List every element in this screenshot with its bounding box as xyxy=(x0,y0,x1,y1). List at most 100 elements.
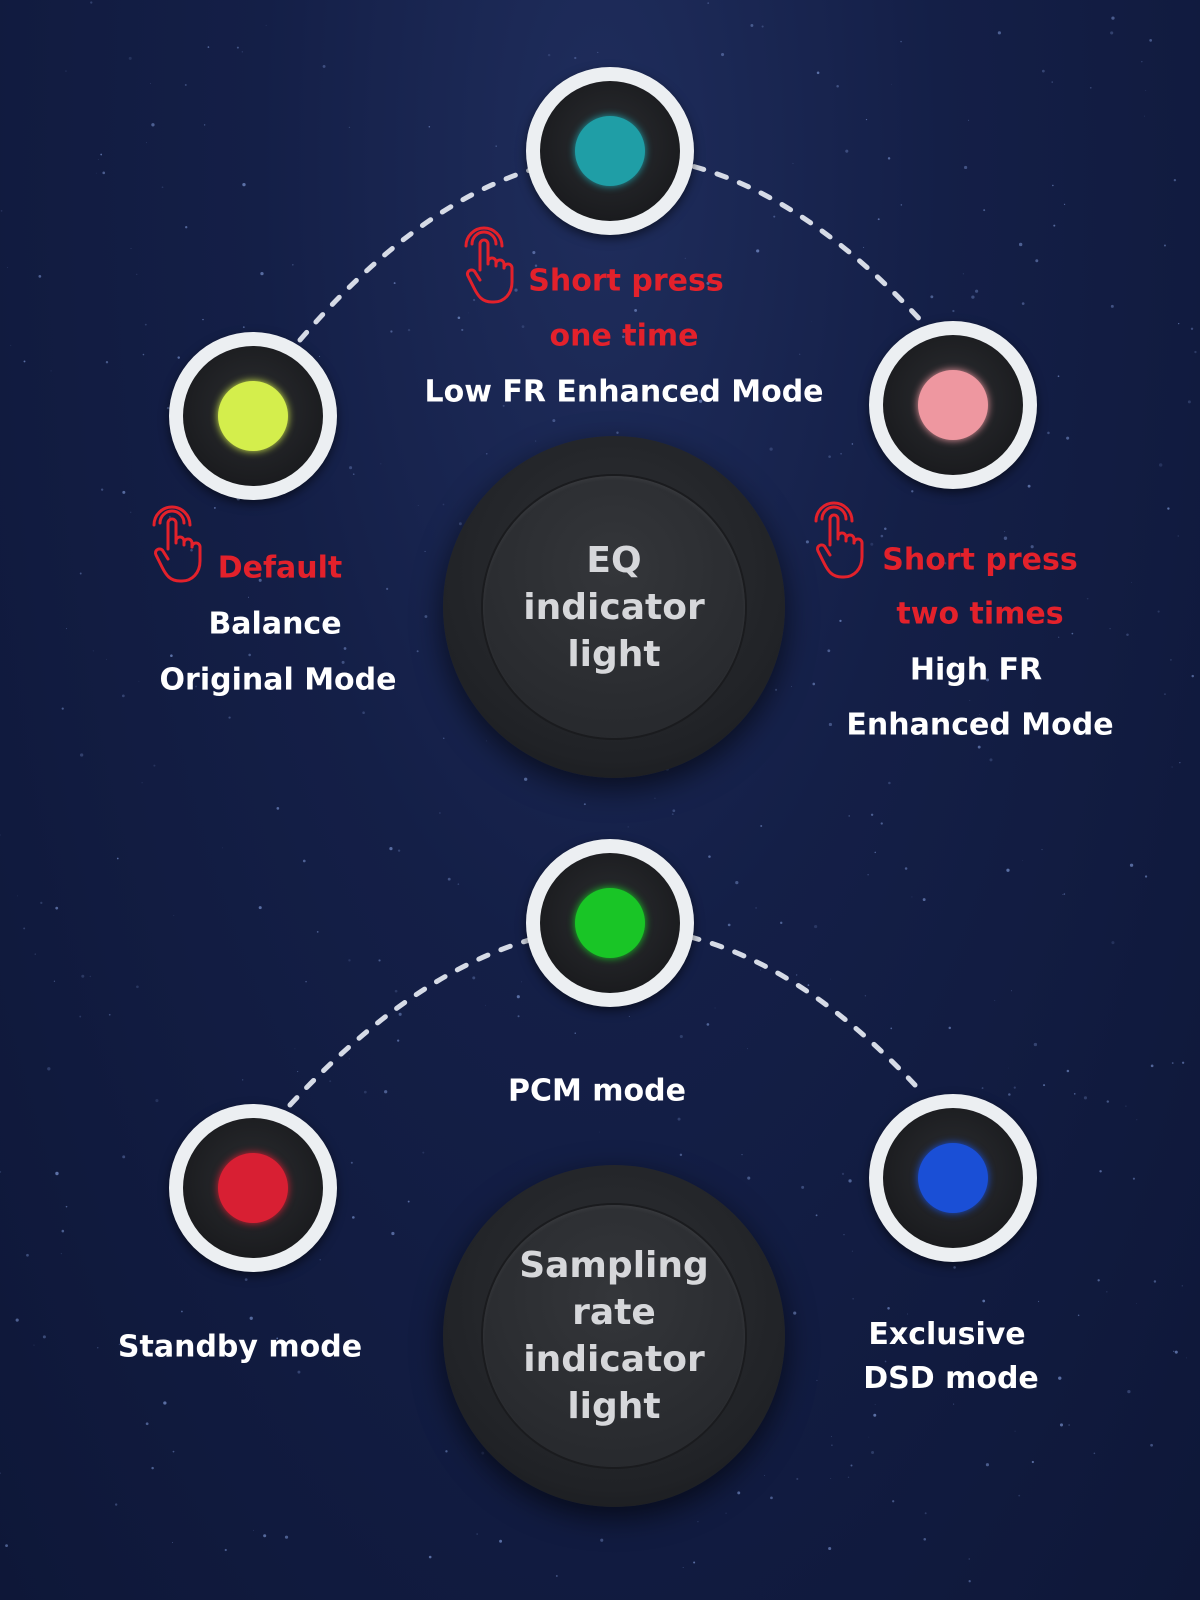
star xyxy=(305,980,307,983)
star xyxy=(888,781,891,785)
star xyxy=(997,31,1001,35)
star xyxy=(1153,1280,1157,1283)
star xyxy=(1136,1303,1137,1305)
star xyxy=(1129,863,1134,867)
star xyxy=(1191,674,1194,678)
star xyxy=(348,1058,350,1060)
star xyxy=(442,503,445,506)
star xyxy=(144,323,147,326)
star xyxy=(1073,1093,1076,1095)
star xyxy=(184,83,187,86)
star xyxy=(698,399,703,403)
star xyxy=(416,650,419,653)
star xyxy=(773,215,776,218)
star xyxy=(318,355,321,358)
star xyxy=(887,157,891,160)
star xyxy=(1010,990,1012,992)
star xyxy=(486,740,487,742)
star xyxy=(276,1337,279,1340)
star xyxy=(348,126,351,129)
star xyxy=(1136,1119,1138,1121)
star xyxy=(873,1413,877,1417)
star xyxy=(1047,431,1050,435)
low-fr-mode: Low FR Enhanced Mode xyxy=(424,374,824,410)
led-low-fr xyxy=(575,116,645,186)
star xyxy=(795,974,798,976)
star xyxy=(870,813,874,816)
star xyxy=(983,209,986,212)
star xyxy=(0,210,3,212)
star xyxy=(871,1451,875,1455)
star xyxy=(923,1537,927,1541)
star xyxy=(964,165,968,170)
star xyxy=(122,1155,126,1159)
star xyxy=(598,1131,600,1133)
star xyxy=(97,1347,99,1349)
star xyxy=(1171,766,1173,768)
star xyxy=(407,328,411,332)
star xyxy=(827,649,831,653)
star xyxy=(428,125,431,128)
star xyxy=(796,1477,799,1480)
star xyxy=(852,1297,855,1300)
star xyxy=(47,1067,51,1071)
star xyxy=(524,777,528,781)
star xyxy=(760,824,763,827)
star xyxy=(443,737,445,739)
star xyxy=(930,295,934,299)
star xyxy=(393,282,396,285)
star xyxy=(34,953,36,955)
star xyxy=(55,906,59,910)
star xyxy=(163,1401,167,1405)
star xyxy=(830,1478,832,1479)
led-button-high-fr xyxy=(869,321,1037,489)
star xyxy=(457,883,460,885)
star xyxy=(213,506,216,509)
standby-mode-label: Standby mode xyxy=(117,1329,363,1365)
star xyxy=(155,1099,159,1103)
star xyxy=(627,826,629,828)
star xyxy=(1179,761,1181,764)
star xyxy=(362,711,365,715)
star xyxy=(1144,875,1148,878)
star xyxy=(583,803,586,806)
star xyxy=(390,330,393,333)
high-fr-mode: High FR xyxy=(909,652,1043,688)
star xyxy=(1177,535,1179,537)
star xyxy=(1093,1452,1096,1455)
star xyxy=(982,1299,986,1303)
star xyxy=(924,1512,927,1515)
star xyxy=(249,1316,253,1320)
star xyxy=(398,1012,402,1016)
star xyxy=(79,1015,82,1018)
star xyxy=(40,901,43,905)
star xyxy=(185,226,188,229)
led-pcm xyxy=(575,888,645,958)
star xyxy=(969,700,971,701)
star xyxy=(521,325,525,328)
star xyxy=(1014,1430,1016,1432)
star xyxy=(457,316,461,320)
star xyxy=(221,847,223,849)
star xyxy=(671,813,674,815)
eq-label-line: EQ xyxy=(586,539,642,581)
star xyxy=(1083,1096,1088,1100)
star xyxy=(805,540,809,544)
star xyxy=(977,745,981,749)
led-standby xyxy=(218,1153,288,1223)
star xyxy=(161,186,164,189)
star xyxy=(1086,597,1089,600)
star xyxy=(847,1476,850,1479)
star xyxy=(1145,89,1147,91)
star xyxy=(195,685,197,688)
tap-hand-icon xyxy=(812,501,868,585)
star xyxy=(868,1436,870,1438)
star xyxy=(150,83,151,84)
star xyxy=(1018,1494,1021,1497)
star xyxy=(151,1466,154,1470)
star xyxy=(349,466,353,470)
star xyxy=(1053,224,1056,227)
led-dsd xyxy=(918,1143,988,1213)
star xyxy=(1097,1279,1100,1282)
